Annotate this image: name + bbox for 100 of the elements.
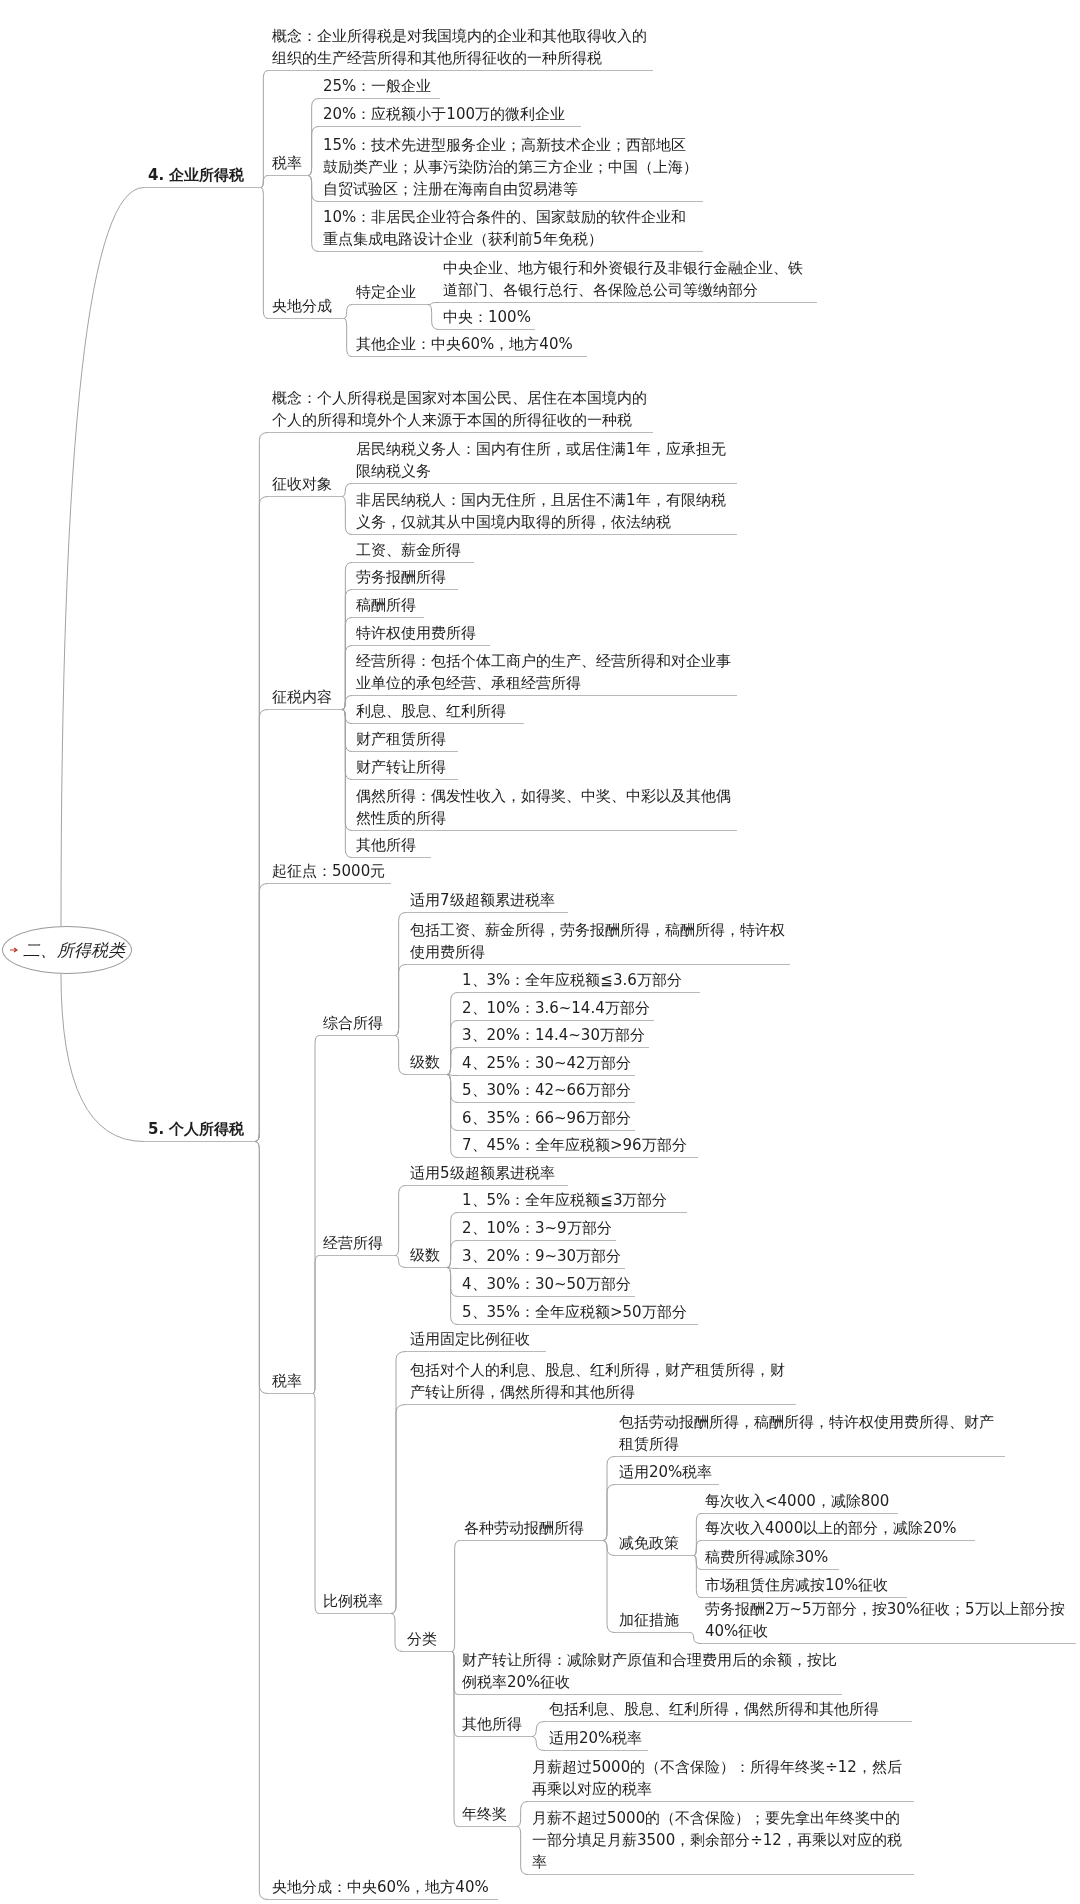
main-topic-label: 5. 个人所得税 [144,1118,255,1142]
subtopic-label: 7、45%：全年应税额>96万部分 [458,1134,698,1158]
branch-line [394,964,407,1036]
subtopic-label: 央地分成 [268,295,344,319]
branch-line [307,126,320,176]
branch-line [446,1047,459,1075]
branch-line [446,1240,459,1268]
central-topic-text: 二、所得税类 [22,938,125,962]
branch-line [427,302,440,305]
subtopic-label: 5、30%：42~66万部分 [458,1079,635,1103]
subtopic-label: 概念：个人所得税是国家对本国公民、居住在本国境内的个人的所得和境外个人来源于本国的所得征收的一种税 [268,387,653,433]
subtopic-label: 稿费所得减除30% [701,1546,839,1570]
subtopic-label: 3、20%：14.4~30万部分 [458,1024,649,1048]
branch-line [602,1540,616,1633]
subtopic-label: 月薪超过5000的（不含保险）：所得年终奖÷12，然后再乘以对应的税率 [528,1756,914,1802]
branch-line [602,1484,616,1541]
branch-line [693,1555,702,1598]
branch-line [60,973,145,1142]
branch-line [516,1801,529,1827]
subtopic-label: 财产租赁所得 [352,728,458,752]
subtopic-label: 经营所得 [319,1232,395,1256]
subtopic-label: 经营所得：包括个体工商户的生产、经营所得和对企业事业单位的承包经营、承租经营所得 [352,650,737,696]
subtopic-label: 2、10%：3.6~14.4万部分 [458,997,654,1021]
subtopic-label: 征收对象 [268,473,342,497]
branch-line [446,1267,459,1269]
subtopic-label: 比例税率 [319,1590,391,1614]
subtopic-label: 特定企业 [352,281,428,305]
subtopic-label: 起征点：5000元 [268,860,391,884]
subtopic-label: 市场租赁住房减按10%征收 [701,1574,907,1598]
subtopic-label: 年终奖 [458,1803,517,1827]
subtopic-label: 4、30%：30~50万部分 [458,1273,635,1297]
branch-line [446,1074,459,1076]
branch-line [446,1267,459,1325]
subtopic-label: 其他所得 [352,834,431,858]
subtopic-label: 减免政策 [615,1532,694,1556]
subtopic-label: 财产转让所得 [352,756,458,780]
subtopic-label: 分类 [403,1628,452,1652]
branch-line [451,1540,461,1652]
subtopic-label: 每次收入4000以上的部分，减除20% [701,1517,975,1541]
subtopic-label: 劳务报酬2万~5万部分，按30%征收；5万以上部分按40%征收 [701,1598,1076,1644]
branch-line [341,483,353,497]
subtopic-label: 包括对个人的利息、股息、红利所得，财产租赁所得，财产转让所得，偶然所得和其他所得 [406,1359,796,1405]
subtopic-label: 税率 [268,1370,313,1394]
subtopic-label: 其他所得 [458,1713,532,1737]
branch-line [341,496,353,535]
subtopic-label: 其他企业：中央60%，地方40% [352,333,587,357]
subtopic-label: 财产转让所得：减除财产原值和合理费用后的余额，按比例税率20%征收 [458,1649,842,1695]
subtopic-label: 劳务报酬所得 [352,566,458,590]
subtopic-label: 中央企业、地方银行和外资银行及非银行金融企业、铁道部门、各银行总行、各保险总公司等缴纳部分 [439,257,817,303]
subtopic-label: 3、20%：9~30万部分 [458,1245,626,1269]
branch-line [343,318,353,357]
branch-line [451,1651,459,1827]
subtopic-label: 4、25%：30~42万部分 [458,1052,635,1076]
subtopic-label: 非居民纳税人：国内无住所，且居住不满1年，有限纳税义务，仅就其从中国境内取得的所得，依法纳税 [352,489,737,535]
branch-line [341,695,353,710]
branch-line [689,1632,702,1644]
subtopic-label: 25%：一般企业 [319,75,440,99]
subtopic-label: 居民纳税义务人：国内有住所，或居住满1年，应承担无限纳税义务 [352,438,737,484]
branch-line [446,1074,459,1158]
subtopic-label: 适用20%税率 [545,1727,648,1751]
branch-line [343,304,353,319]
branch-line [394,1185,407,1256]
branch-line [531,1736,546,1751]
branch-line [516,1826,529,1875]
subtopic-label: 6、35%：66~96万部分 [458,1107,635,1131]
subtopic-label: 级数 [406,1244,447,1268]
branch-line [394,1035,407,1075]
branch-line [254,1141,269,1900]
subtopic-label: 1、5%：全年应税额≦3万部分 [458,1189,687,1213]
subtopic-label: 加征措施 [615,1609,690,1633]
main-topic-label: 4. 企业所得税 [144,164,261,188]
branch-line [260,187,269,319]
subtopic-label: 概念：企业所得税是对我国境内的企业和其他取得收入的组织的生产经营所得和其他所得征收的一种所得税 [268,25,653,71]
subtopic-label: 适用固定比例征收 [406,1328,546,1352]
subtopic-label: 月薪不超过5000的（不含保险）；要先拿出年终奖中的一部分填足月薪3500，剩余部分÷12，再乘以对应的税率 [528,1807,914,1875]
subtopic-label: 综合所得 [319,1012,395,1036]
branch-line [260,175,269,188]
branch-line [390,1404,407,1614]
subtopic-label: 2、10%：3~9万部分 [458,1217,616,1241]
subtopic-label: 20%：应税额小于100万的微利企业 [319,103,581,127]
subtopic-label: 央地分成：中央60%，地方40% [268,1876,498,1900]
subtopic-label: 10%：非居民企业符合条件的、国家鼓励的软件企业和重点集成电路设计企业（获利前5年免税） [319,206,703,252]
subtopic-label: 每次收入<4000，减除800 [701,1490,898,1514]
branch-line [693,1540,702,1556]
subtopic-label: 适用7级超额累进税率 [406,889,568,913]
subtopic-label: 15%：技术先进型服务企业；高新技术企业；西部地区鼓励类产业；从事污染防治的第三方企业；中国（上海）自贸试验区；注册在海南自由贸易港等 [319,134,703,202]
branch-line [254,883,269,1142]
subtopic-label: 偶然所得：偶发性收入，如得奖、中奖、中彩以及其他偶然性质的所得 [352,785,737,831]
branch-line [394,1255,407,1268]
subtopic-label: 适用20%税率 [615,1461,719,1485]
subtopic-label: 特许权使用费所得 [352,622,490,646]
branch-line [312,1255,320,1394]
subtopic-label: 5、35%：全年应税额>50万部分 [458,1301,698,1325]
branch-line [341,709,353,858]
subtopic-label: 包括利息、股息、红利所得，偶然所得和其他所得 [545,1698,912,1722]
subtopic-label: 包括劳动报酬所得，稿酬所得，特许权使用费所得、财产租赁所得 [615,1411,1005,1457]
branch-line [531,1721,546,1737]
subtopic-label: 1、3%：全年应税额≦3.6万部分 [458,969,700,993]
branch-line [307,175,320,252]
branch-line [390,1613,404,1652]
